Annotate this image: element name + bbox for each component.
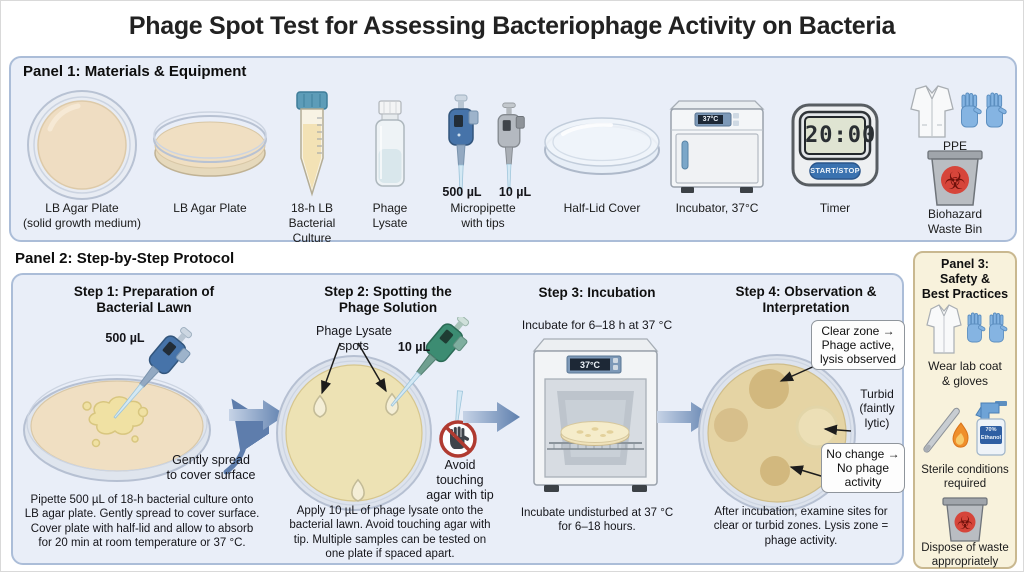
timer-display: 20:00	[805, 123, 877, 148]
micropipette-blue-icon	[448, 94, 479, 196]
material-label: Biohazard Waste Bin	[927, 207, 983, 236]
material-incubator: Incubator, 37°C	[665, 89, 769, 216]
panel2-title: Panel 2: Step-by-Step Protocol	[15, 250, 235, 267]
material-label: 18-h LB Bacterial Culture	[288, 201, 336, 245]
step1-illustration	[23, 326, 269, 482]
step4-caption: After incubation, examine sites for clea…	[713, 506, 889, 547]
micropipette-icon	[113, 326, 193, 419]
step-arrow-icon	[463, 402, 520, 432]
ppe-small-icon	[926, 304, 1008, 354]
step2-caption: Apply 10 µL of phage lysate onto the bac…	[289, 505, 491, 560]
step2-title: Step 2: Spotting the Phage Solution	[324, 284, 452, 316]
clear-zone-pointer-arrow	[779, 364, 818, 382]
vial-icon	[375, 100, 405, 187]
step3-caption: Incubate undisturbed at 37 °C for 6–18 h…	[520, 507, 674, 534]
biohazard-icon: ☣	[944, 168, 966, 195]
micropipettes-icon	[448, 94, 525, 196]
material-half-lid: Half-Lid Cover	[541, 89, 663, 216]
petri-dish-side-icon	[153, 111, 267, 177]
gloves-icon	[967, 312, 1008, 343]
conical-tube-icon	[296, 91, 328, 197]
material-timer: Timer	[787, 89, 883, 216]
spot-pointer-arrow	[321, 342, 341, 395]
material-label: LB Agar Plate	[173, 201, 247, 215]
material-label: LB Agar Plate (solid growth medium)	[22, 201, 142, 230]
step3-note: Incubate for 6–18 h at 37 °C	[521, 318, 673, 332]
incubator-display: 37°C	[702, 116, 719, 123]
incubator-icon	[669, 100, 765, 193]
spot-pointer-arrow	[357, 342, 387, 393]
material-lb-agar-plate-side: LB Agar Plate	[151, 89, 269, 216]
step2-volume-label: 10 µL	[397, 340, 431, 354]
timer-icon	[791, 103, 879, 187]
material-label: Timer	[819, 201, 851, 215]
pipette-tip-icon	[455, 390, 464, 424]
biohazard-bin-icon: ☣	[927, 150, 983, 206]
micropipette-gray-icon	[497, 102, 525, 191]
step-arrow-icon	[229, 400, 286, 430]
material-micropipettes: Micropipette with tips	[427, 89, 539, 231]
panel3-item-label: Wear lab coat & gloves	[928, 359, 1002, 388]
gloves-icon	[961, 92, 1007, 128]
incubator-display: 37°C	[579, 360, 601, 370]
no-change-spot	[760, 456, 790, 486]
volume-label-500ul: 500 µL	[442, 185, 482, 199]
timer-start-stop-button: START/STOP	[810, 166, 860, 175]
half-lid-icon	[544, 117, 660, 175]
turbid-pointer-arrow	[823, 424, 852, 436]
step1-volume-label: 500 µL	[105, 331, 145, 345]
step4-turbid-label: Turbid (faintly lytic)	[859, 387, 895, 430]
material-label: Phage Lysate	[372, 201, 408, 230]
clear-zone-spot	[749, 369, 789, 409]
spreader-icon	[923, 407, 960, 453]
step4-title: Step 4: Observation & Interpretation	[735, 284, 877, 316]
micropipette-green-icon	[390, 317, 470, 407]
plate-in-incubator-icon	[560, 421, 630, 446]
result-plate-icon	[698, 354, 856, 511]
material-label: Micropipette with tips	[450, 201, 516, 230]
step1-caption: Pipette 500 µL of 18-h bacterial culture…	[24, 494, 260, 549]
turbid-zone-spot	[795, 405, 839, 449]
material-phage-lysate: Phage Lysate	[353, 89, 427, 231]
step2-illustration	[276, 317, 477, 511]
ethanol-bottle-label: 70% Ethanol	[980, 427, 1002, 441]
material-lb-agar-plate-top: LB Agar Plate (solid growth medium)	[13, 89, 151, 231]
flame-icon	[952, 422, 969, 448]
petri-dish-top-icon	[27, 90, 137, 200]
ppe-icon	[910, 85, 1007, 138]
material-bacterial-culture: 18-h LB Bacterial Culture	[273, 89, 351, 246]
material-label: PPE	[942, 139, 967, 153]
step1-title: Step 1: Preparation of Bacterial Lawn	[73, 284, 215, 316]
step1-note: Gently spread to cover surface	[166, 453, 256, 482]
lab-coat-icon	[926, 304, 962, 354]
material-label: Half-Lid Cover	[563, 201, 641, 215]
biohazard-bin-small-icon: ☣	[942, 497, 988, 542]
no-touch-icon	[439, 420, 477, 458]
material-label: Incubator, 37°C	[675, 201, 759, 215]
step2-warning: Avoid touching agar with tip	[426, 458, 494, 502]
material-biohazard-bin: ☣ Biohazard Waste Bin	[905, 149, 1005, 237]
step4-clear-zone-callout: Clear zone → Phage active, lysis observe…	[811, 320, 905, 371]
lab-coat-icon	[910, 85, 954, 138]
material-ppe: PPE	[895, 85, 1015, 154]
step2-spots-label: Phage Lysate spots	[316, 324, 392, 353]
panel3-title: Panel 3: Safety & Best Practices	[921, 257, 1009, 301]
ethanol-spray-icon	[975, 401, 1007, 456]
panel3-item-label: Dispose of waste appropriately	[921, 542, 1009, 568]
sterile-conditions-icon	[923, 401, 1007, 456]
volume-label-10ul: 10 µL	[498, 185, 532, 199]
step4-no-change-callout: No change → No phage activity	[821, 443, 905, 494]
panel1-title: Panel 1: Materials & Equipment	[23, 63, 247, 80]
step3-title: Step 3: Incubation	[538, 285, 656, 300]
incubator-open-icon	[532, 338, 659, 492]
panel3-item-label: Sterile conditions required	[921, 464, 1009, 491]
clear-zone-spot	[714, 408, 748, 442]
page-title: Phage Spot Test for Assessing Bacterioph…	[128, 12, 896, 40]
step4-illustration	[698, 354, 856, 511]
biohazard-icon: ☣	[957, 513, 973, 533]
